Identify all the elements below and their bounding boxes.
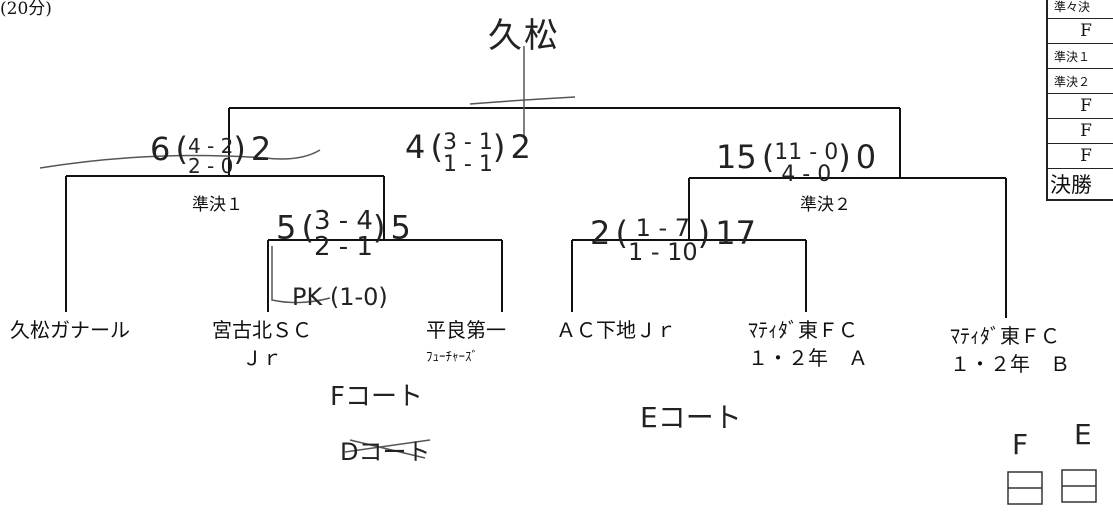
schedule-cell: 準々決 [1046, 0, 1113, 19]
qf1-scribble [271, 246, 331, 304]
qf2-half2: 1 - 10 [627, 237, 698, 266]
team-name: ＡＣ下地Ｊｒ [556, 318, 676, 342]
schedule-cell: F [1046, 143, 1113, 169]
team-name: 宮古北ＳＣ [212, 318, 312, 342]
schedule-cell: 準決１ [1046, 43, 1113, 69]
sf2-half1: 11 - 0 [774, 139, 839, 165]
schedule-cell: 準決２ [1046, 68, 1113, 94]
sf1-score: 6 ( 4 - 2 2 - 0 ) 2 [150, 130, 272, 178]
sf2-score: 15 ( 11 - 0 4 - 0 ) 0 [716, 138, 877, 187]
qf2-score: 2 ( 1 - 7 1 - 10 ) 17 [590, 213, 756, 266]
e-letter: E [1074, 418, 1092, 451]
schedule-cell: 決勝 [1046, 168, 1113, 201]
team-miyakokita: 宮古北ＳＣ Ｊｒ [212, 316, 312, 372]
final-score: 4 ( 3 - 1 1 - 1 ) 2 [405, 128, 531, 177]
team-hisamatsu: 久松ガナール [10, 316, 130, 344]
champion-name: 久松 [488, 16, 560, 56]
schedule-table: 準々決 F 準決１ 準決２ F F F 決勝 [1046, 0, 1113, 201]
qf2-half1: 1 - 7 [635, 213, 691, 242]
team-subname: １・２年 Ａ [748, 346, 868, 370]
f-letter: F [1012, 428, 1029, 461]
sf2-left-total: 15 [716, 138, 757, 176]
qf1-pk: PK (1-0) [292, 283, 388, 311]
qf1-score: 5 ( 3 - 4 2 - 1 ) 5 [276, 206, 411, 262]
f-court-note: Fコート [330, 382, 423, 412]
qf1-half1: 3 - 4 [313, 206, 373, 236]
team-matida-b: ﾏﾃｨﾀﾞ東ＦＣ １・２年 Ｂ [950, 322, 1070, 378]
d-court-cross [344, 439, 431, 459]
sf1-left-total: 6 [150, 130, 171, 168]
final-left-total: 4 [405, 128, 426, 166]
sf1-label: 準決１ [192, 195, 243, 215]
duration-note: (20分) [0, 0, 52, 19]
team-ac-shimoji: ＡＣ下地Ｊｒ [556, 316, 676, 344]
sf2-label: 準決２ [800, 195, 851, 215]
d-court-note: Dコート [340, 438, 431, 466]
final-right-total: 2 [510, 128, 531, 166]
team-subname: Ｊｒ [242, 346, 282, 370]
schedule-cell: F [1046, 18, 1113, 44]
winner-arrow-tail [469, 96, 576, 105]
sf1-half2: 2 - 0 [187, 153, 234, 178]
final-half1: 3 - 1 [442, 129, 493, 155]
team-name: 久松ガナール [10, 318, 130, 342]
final-half2: 1 - 1 [442, 151, 493, 177]
team-name: 平良第一 [426, 318, 506, 342]
schedule-cell: F [1046, 93, 1113, 119]
qf1-right-total: 5 [390, 208, 411, 247]
qf1-left-total: 5 [276, 208, 297, 247]
qf2-right-total: 17 [715, 214, 756, 252]
team-matida-a: ﾏﾃｨﾀﾞ東ＦＣ １・２年 Ａ [748, 316, 868, 372]
team-name: ﾏﾃｨﾀﾞ東ＦＣ [748, 318, 858, 342]
sf2-right-total: 0 [855, 138, 877, 176]
sf2-half2: 4 - 0 [781, 161, 832, 187]
e-court-note: Eコート [640, 401, 742, 434]
qf1-half2: 2 - 1 [313, 232, 373, 262]
team-name: ﾏﾃｨﾀﾞ東ＦＣ [950, 324, 1060, 348]
team-hirara-daiichi: 平良第一 ﾌｭｰﾁｬｰｽﾞ [426, 316, 506, 372]
team-subname: ﾌｭｰﾁｬｰｽﾞ [426, 350, 478, 365]
qf2-left-total: 2 [590, 214, 611, 252]
team-subname: １・２年 Ｂ [950, 352, 1070, 376]
sf1-scribble [39, 149, 321, 169]
schedule-cell: F [1046, 118, 1113, 144]
sf1-right-total: 2 [250, 130, 272, 168]
sf1-half1: 4 - 2 [187, 133, 234, 158]
